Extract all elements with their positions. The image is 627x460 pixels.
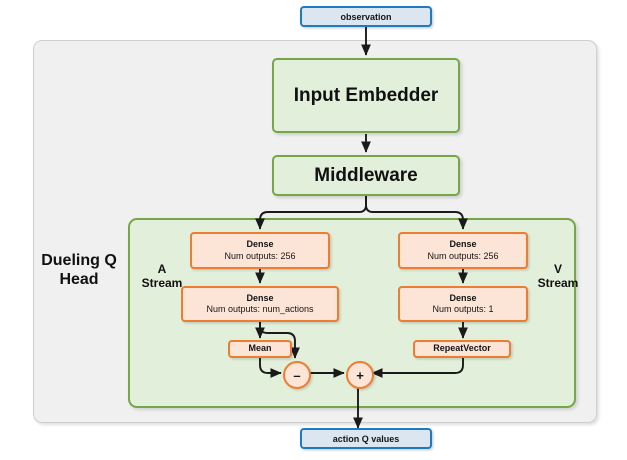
v-stream-label: V Stream <box>530 262 586 290</box>
v-stream-dense-256: Dense Num outputs: 256 <box>398 232 528 269</box>
a-stream-dense-num-actions-subtitle: Num outputs: num_actions <box>206 304 314 314</box>
a-stream-dense-num-actions-title: Dense <box>246 292 274 303</box>
middleware-label: Middleware <box>314 164 418 186</box>
dueling-q-head-label: Dueling Q Head <box>32 252 126 290</box>
a-stream-dense-256-subtitle: Num outputs: 256 <box>224 250 296 261</box>
subtract-operator-glyph: – <box>293 367 301 383</box>
v-stream-dense-1: Dense Num outputs: 1 <box>398 286 528 322</box>
a-stream-dense-256-title: Dense <box>246 239 274 250</box>
module-middleware: Middleware <box>272 155 460 196</box>
io-node-observation: observation <box>300 6 432 27</box>
a-stream-mean-layer: Mean <box>228 340 292 358</box>
a-stream-label: A Stream <box>136 262 188 290</box>
v-stream-repeat-vector-title: RepeatVector <box>433 343 491 354</box>
io-node-action-q-values: action Q values <box>300 428 432 449</box>
dueling-q-head-label-line2: Head <box>59 270 99 288</box>
input-embedder-label: Input Embedder <box>293 84 439 106</box>
a-stream-label-line1: A <box>157 262 167 276</box>
v-stream-dense-1-title: Dense <box>449 292 477 303</box>
a-stream-dense-num-actions: Dense Num outputs: num_actions <box>181 286 339 322</box>
add-operator-icon: + <box>346 361 374 389</box>
v-stream-repeat-vector-layer: RepeatVector <box>413 340 511 358</box>
v-stream-dense-256-subtitle: Num outputs: 256 <box>427 250 499 261</box>
add-operator-glyph: + <box>356 367 364 383</box>
v-stream-label-line2: Stream <box>537 276 579 291</box>
subtract-operator-icon: – <box>283 361 311 389</box>
observation-label: observation <box>340 11 392 22</box>
module-input-embedder: Input Embedder <box>272 58 460 133</box>
a-stream-dense-256: Dense Num outputs: 256 <box>190 232 330 269</box>
v-stream-dense-1-subtitle: Num outputs: 1 <box>432 304 494 314</box>
dueling-q-head-label-line1: Dueling Q <box>41 252 117 269</box>
a-stream-mean-title: Mean <box>248 343 272 354</box>
a-stream-label-line2: Stream <box>141 276 183 291</box>
action-q-values-label: action Q values <box>332 433 400 444</box>
v-stream-dense-256-title: Dense <box>449 239 477 250</box>
v-stream-label-line1: V <box>553 262 562 276</box>
